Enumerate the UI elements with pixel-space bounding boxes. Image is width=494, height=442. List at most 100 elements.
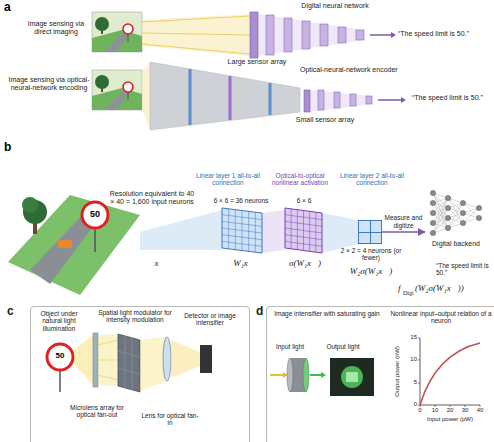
- axis-title: Output power (nW): [394, 331, 401, 411]
- chart-title: Nonlinear input–output relation of a neu…: [390, 310, 492, 325]
- panel-letter: c: [7, 305, 14, 319]
- optical-setup: [171, 340, 200, 378]
- io-chart: [465, 405, 466, 407]
- network-neuron: [476, 215, 481, 220]
- part-label: Spatial light modulator for intensity mo…: [98, 309, 172, 324]
- math-symbol: (W₂σ(W₁x⃗)): [415, 283, 490, 293]
- sensor-array: 2 × 2 = 4 neurons (or fewer): [358, 220, 382, 244]
- output-text: “The speed limit is 50.”: [398, 30, 490, 38]
- note-text: Resolution equivalent to 40 × 40 = 1,600…: [108, 190, 196, 206]
- direct-imaging-row: [302, 21, 310, 49]
- row-label: Image sensing via direct imaging: [24, 20, 88, 36]
- layer-1-grid: [222, 208, 262, 253]
- image-intensifier: [270, 374, 284, 376]
- image-intensifier: [321, 372, 326, 378]
- io-chart: [418, 360, 420, 361]
- io-chart: [418, 338, 480, 407]
- size-label: 6 × 6 = 36 neurons: [206, 197, 276, 204]
- onn-encoding-row: [350, 94, 356, 106]
- onn-encoding-row: [304, 90, 310, 112]
- panel-letter: d: [256, 305, 263, 319]
- network-neuron: [476, 205, 481, 210]
- part-label: Object under natural light illumination: [32, 310, 86, 332]
- onn-encoding-row: [310, 90, 372, 112]
- optical-setup: [118, 368, 140, 374]
- part-label: Optical-neural-network encoder: [300, 66, 410, 74]
- network-neuron: [430, 200, 435, 205]
- tick-label: 5: [403, 379, 417, 386]
- tick-label: 0: [403, 401, 417, 408]
- direct-imaging-row: [338, 27, 346, 43]
- tick-label: 10: [428, 407, 442, 414]
- activation-grid: [285, 215, 322, 220]
- direct-imaging-row: [266, 15, 274, 55]
- optical-setup: [140, 337, 165, 392]
- onn-encoding-row: [229, 76, 232, 120]
- activation-grid: [285, 235, 322, 240]
- layer-1-grid: [222, 228, 262, 233]
- network-neuron: [445, 205, 450, 210]
- image-intensifier: [287, 358, 293, 392]
- onn-encoding-row: [142, 62, 150, 130]
- direct-imaging-row: [284, 18, 292, 52]
- network-neuron: [460, 210, 465, 215]
- onn-encoding-row: [334, 92, 340, 108]
- optical-setup: [98, 334, 118, 386]
- activation-grid: [285, 221, 322, 226]
- size-label: 6 × 6: [284, 197, 324, 204]
- node-title: Digital backend: [432, 240, 480, 248]
- part-label: Lens for optical fan-in: [140, 412, 200, 427]
- io-chart: [418, 338, 420, 339]
- road-scene: [8, 195, 140, 295]
- part-label: Digital neural network: [285, 2, 385, 10]
- image-intensifier: [270, 358, 374, 396]
- size-label: 2 × 2 = 4 neurons (or fewer): [336, 247, 406, 262]
- network-neuron: [430, 210, 435, 215]
- direct-imaging-row: [142, 33, 250, 35]
- optical-setup: [47, 344, 73, 370]
- activation-grid: [285, 208, 322, 253]
- layer-1-grid: [222, 215, 262, 220]
- onn-encoding-row: [378, 99, 402, 101]
- part-label: Output light: [318, 343, 368, 350]
- onn-encoding-row: [269, 83, 272, 115]
- part-label: Input light: [268, 343, 312, 350]
- onn-encoding-row: [318, 90, 324, 110]
- tick-label: 10: [403, 356, 417, 363]
- optical-setup: [132, 338, 133, 390]
- network-neuron: [430, 190, 435, 195]
- direct-imaging-row: [142, 14, 250, 56]
- optical-setup: [98, 375, 118, 380]
- direct-imaging-row: [391, 32, 396, 38]
- direct-imaging-row: [320, 24, 328, 46]
- road-scene: [82, 202, 108, 228]
- io-chart: [418, 383, 420, 384]
- onn-encoding-row: [189, 69, 192, 125]
- direct-imaging-row: [258, 14, 364, 56]
- io-chart: [420, 343, 480, 405]
- part-label: Small sensor array: [290, 116, 360, 124]
- network-neuron: [430, 220, 435, 225]
- network-neuron: [460, 220, 465, 225]
- onn-encoding-row: [150, 62, 300, 130]
- panel-box: d: [266, 306, 494, 442]
- direct-imaging-row: [92, 12, 396, 58]
- tick-label: 15: [403, 334, 417, 341]
- image-intensifier: [303, 358, 309, 392]
- optical-setup: [98, 360, 118, 361]
- road-scene: [8, 195, 140, 295]
- layer-1-grid: [222, 241, 262, 246]
- light-beam: [262, 210, 285, 253]
- part-label: Microlens array for optical fan-out: [62, 404, 132, 419]
- image-intensifier: [310, 374, 322, 376]
- activation-grid: [285, 208, 322, 253]
- network-link: [433, 218, 448, 233]
- image-intensifier: [341, 366, 363, 388]
- layer-1-grid: [222, 208, 262, 253]
- tick-label: 30: [458, 407, 472, 414]
- optical-setup: [93, 333, 98, 387]
- network-neuron: [430, 230, 435, 235]
- network-neuron: [445, 215, 450, 220]
- image-intensifier: [346, 372, 358, 382]
- network-link: [463, 208, 479, 223]
